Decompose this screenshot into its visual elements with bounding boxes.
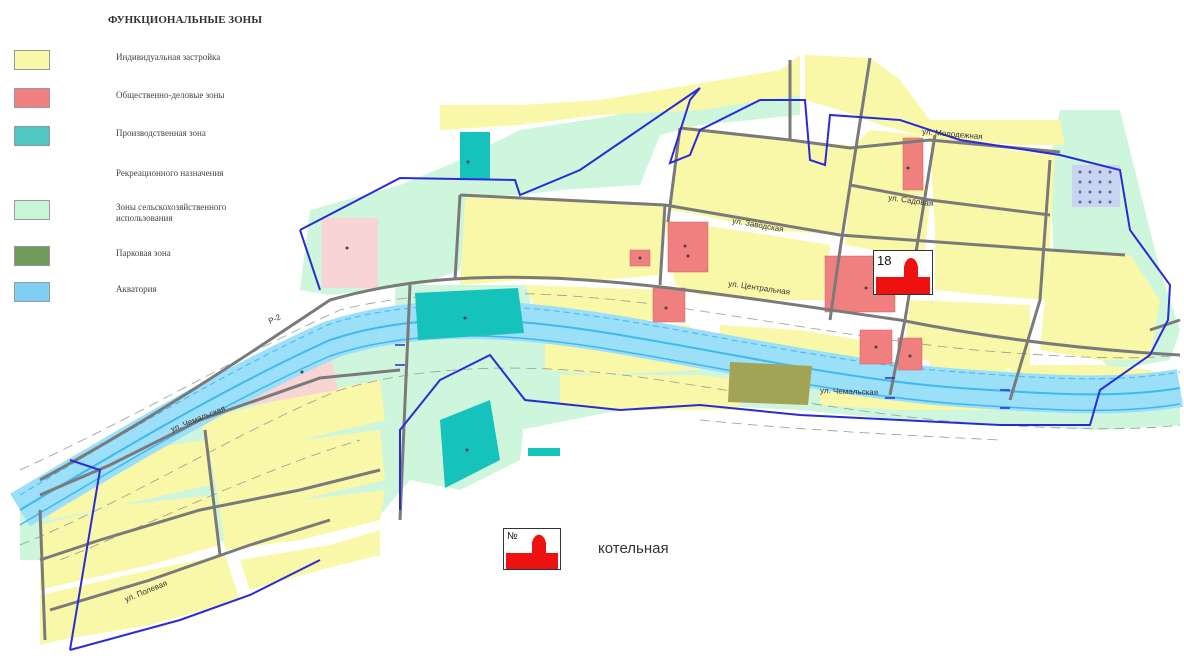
legend-item-agricultural: Зоны сельскохозяйственного использования: [14, 200, 314, 223]
legend-boiler-symbol: №: [503, 528, 561, 570]
roads: [38, 57, 1181, 641]
legend-item-public: Общественно-деловые зоны: [14, 88, 314, 110]
street-label-chemalskaya-east: ул. Чемальская: [820, 386, 878, 397]
legend-item-water: Акватория: [14, 282, 314, 304]
legend-item-park: Парковая зона: [14, 246, 314, 268]
legend-boiler-number-symbol: №: [507, 531, 518, 542]
boiler-icon: [876, 258, 930, 294]
legend-boiler-label: котельная: [598, 540, 669, 557]
legend-item-residential: Индивидуальная застройка: [14, 50, 314, 72]
industrial-zones: [415, 132, 560, 488]
legend-item-industrial: Производственная зона: [14, 126, 314, 148]
legend-label-park: Парковая зона: [116, 248, 171, 258]
legend-swatch-water: [14, 282, 50, 302]
settlement-boundary: [69, 87, 1172, 651]
park-zone: [728, 362, 812, 405]
legend-swatch-park: [14, 246, 50, 266]
legend-label-public: Общественно-деловые зоны: [116, 90, 225, 100]
boiler-key-icon: [506, 534, 558, 569]
road-code-label: Р-2: [267, 312, 283, 326]
boiler-number: 18: [877, 253, 892, 268]
legend-swatch-agricultural: [14, 200, 50, 220]
contour-lines: [19, 292, 1181, 561]
legend-swatch-residential: [14, 50, 50, 70]
bridges: [395, 344, 1010, 409]
legend-label-water: Акватория: [116, 284, 157, 294]
legend-swatch-public: [14, 88, 50, 108]
boiler-marker[interactable]: 18: [873, 250, 933, 295]
hatch-dots: [1078, 170, 1112, 204]
legend-swatch-industrial: [14, 126, 50, 146]
legend-label-agricultural: Зоны сельскохозяйственного использования: [116, 202, 227, 223]
legend-label-industrial: Производственная зона: [116, 128, 206, 138]
legend-title: ФУНКЦИОНАЛЬНЫЕ ЗОНЫ: [108, 14, 263, 26]
legend-subheading: Рекреационного назначения: [116, 168, 224, 178]
legend-label-residential: Индивидуальная застройка: [116, 52, 221, 62]
